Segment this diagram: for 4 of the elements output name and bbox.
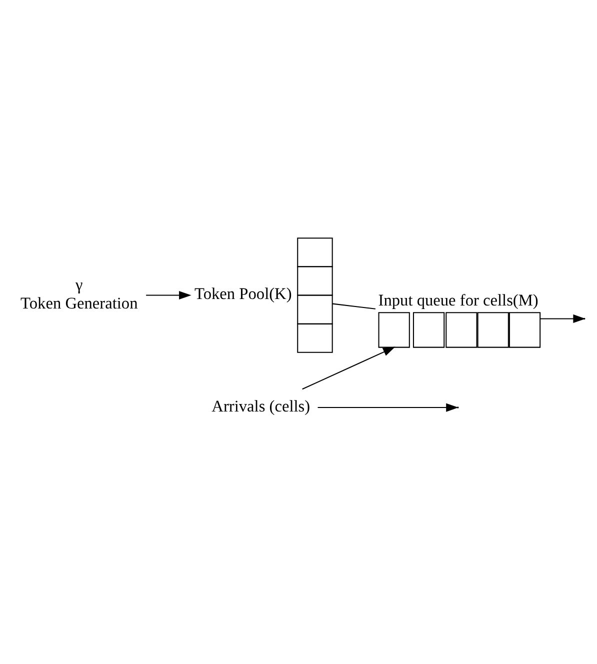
- node-text: Arrivals (cells): [212, 396, 310, 416]
- node-label: Input queue for cells(M): [378, 290, 538, 310]
- node-label: Token Pool(K): [194, 284, 292, 304]
- node-text: γ Token Generation: [20, 274, 138, 312]
